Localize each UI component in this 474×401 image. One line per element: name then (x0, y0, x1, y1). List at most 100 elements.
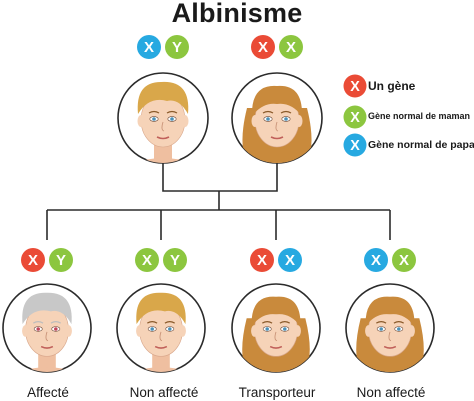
nose (275, 121, 279, 132)
eyebrow (393, 321, 405, 324)
chromosome-letter: X (286, 39, 296, 56)
legend-badge-green: X (343, 105, 367, 129)
hair (137, 81, 189, 114)
iris (152, 117, 156, 121)
legend-badge-red: X (343, 74, 367, 98)
eyebrow (375, 321, 387, 324)
iris (54, 327, 58, 331)
father-chromosome-2: Y (165, 35, 189, 59)
page-title: Albinisme (171, 0, 303, 28)
child-3-chromosome-1: X (250, 248, 274, 272)
mother-chromosome-1: X (251, 35, 275, 59)
nose (159, 331, 163, 342)
father-portrait (117, 72, 209, 164)
eyebrow (50, 321, 62, 324)
child-1-portrait (2, 283, 92, 373)
chromosome-circle (250, 248, 274, 272)
chromosome-circle (49, 248, 73, 272)
chromosome-letter: X (350, 138, 360, 154)
mouth (156, 136, 170, 140)
eyebrow (262, 110, 274, 114)
iris (170, 117, 174, 121)
iris (265, 327, 269, 331)
child-1-chromosome-1: X (21, 248, 45, 272)
child-1-chromosome-2: Y (49, 248, 73, 272)
eyebrow (280, 110, 292, 114)
hair (365, 296, 415, 327)
legend-label-affected-gene: Un gène (368, 79, 416, 93)
tree-lines (46, 162, 391, 240)
ear (294, 325, 301, 337)
legend-label-mother-gene: Gène normal de maman (368, 111, 471, 121)
iris (266, 117, 270, 121)
child-1-label: Affecté (27, 385, 69, 400)
child-4-chromosome-1: X (364, 248, 388, 272)
chromosome-circle (163, 248, 187, 272)
child-4-chromosome-2: X (392, 248, 416, 272)
chromosome-letter: Y (170, 252, 180, 269)
chromosome-letter: X (350, 110, 360, 126)
chromosome-circle (343, 105, 367, 129)
eyebrow (261, 321, 273, 324)
chromosome-circle (364, 248, 388, 272)
mother-chromosome-2: X (279, 35, 303, 59)
iris (283, 327, 287, 331)
eyebrow (148, 110, 160, 114)
nose (274, 331, 278, 342)
iris (379, 327, 383, 331)
chromosome-letter: Y (56, 252, 66, 269)
chromosome-letter: X (257, 252, 267, 269)
chromosome-circle (137, 35, 161, 59)
ear (408, 325, 415, 337)
chromosome-letter: X (28, 252, 38, 269)
chromosome-letter: X (144, 39, 154, 56)
chromosome-letter: X (371, 252, 381, 269)
child-3-chromosome-2: X (278, 248, 302, 272)
eyebrow (279, 321, 291, 324)
chromosome-circle (251, 35, 275, 59)
legend-label-father-gene: Gène normal de papa (368, 139, 474, 151)
eyebrow (164, 321, 176, 324)
mouth (269, 345, 283, 349)
mouth (383, 345, 397, 349)
eyebrow (32, 321, 44, 324)
ear (251, 115, 259, 127)
chromosome-circle (279, 35, 303, 59)
hair (251, 296, 301, 327)
ear (179, 325, 186, 337)
chromosome-circle (343, 74, 367, 98)
nose (388, 331, 392, 342)
mouth (270, 136, 284, 140)
chromosome-circle (343, 133, 367, 157)
iris (397, 327, 401, 331)
chromosome-letter: X (350, 79, 360, 95)
chromosome-letter: X (285, 252, 295, 269)
mouth (154, 345, 168, 349)
chromosome-circle (278, 248, 302, 272)
parents-connector (162, 162, 278, 192)
child-2-label: Non affecté (129, 385, 199, 400)
chromosome-letter: X (399, 252, 409, 269)
chromosome-circle (165, 35, 189, 59)
child-4-portrait (345, 283, 435, 373)
mother-portrait (231, 72, 323, 164)
eyebrow (166, 110, 178, 114)
ear (65, 325, 72, 337)
ear (22, 325, 29, 337)
nose (45, 331, 49, 342)
ear (136, 325, 143, 337)
ear (251, 325, 258, 337)
iris (284, 117, 288, 121)
hair (136, 292, 186, 325)
child-3-label: Transporteur (238, 385, 316, 400)
ear (181, 115, 189, 127)
chromosome-letter: X (258, 39, 268, 56)
child-3-portrait (231, 283, 321, 373)
child-2-chromosome-2: Y (163, 248, 187, 272)
child-2-chromosome-1: X (135, 248, 159, 272)
iris (168, 327, 172, 331)
chromosome-letter: Y (172, 39, 182, 56)
father-chromosome-1: X (137, 35, 161, 59)
